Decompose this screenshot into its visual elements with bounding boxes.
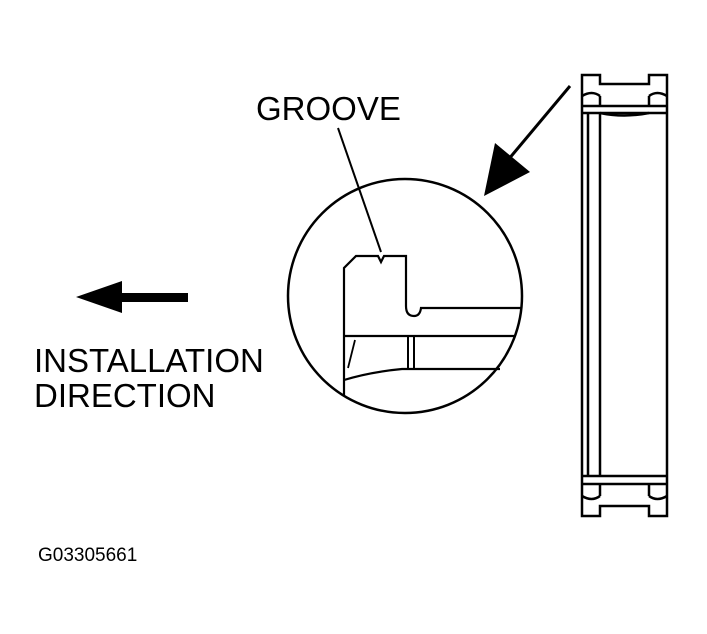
groove-label: GROOVE: [256, 90, 401, 127]
seal-side-view: [580, 73, 669, 518]
installation-label: INSTALLATION: [34, 342, 264, 379]
figure-id: G03305661: [38, 545, 137, 566]
direction-label: DIRECTION: [34, 377, 216, 414]
detail-circle: [286, 177, 524, 415]
groove-leader-line: [337, 127, 382, 253]
seal-profile: [342, 254, 521, 395]
down-left-arrow-icon: [484, 85, 572, 196]
magnified-detail: [286, 177, 524, 415]
left-arrow-icon: [76, 281, 188, 313]
seal-lower-edge-curve: [343, 367, 500, 382]
seal-chamfer-line: [347, 339, 356, 369]
